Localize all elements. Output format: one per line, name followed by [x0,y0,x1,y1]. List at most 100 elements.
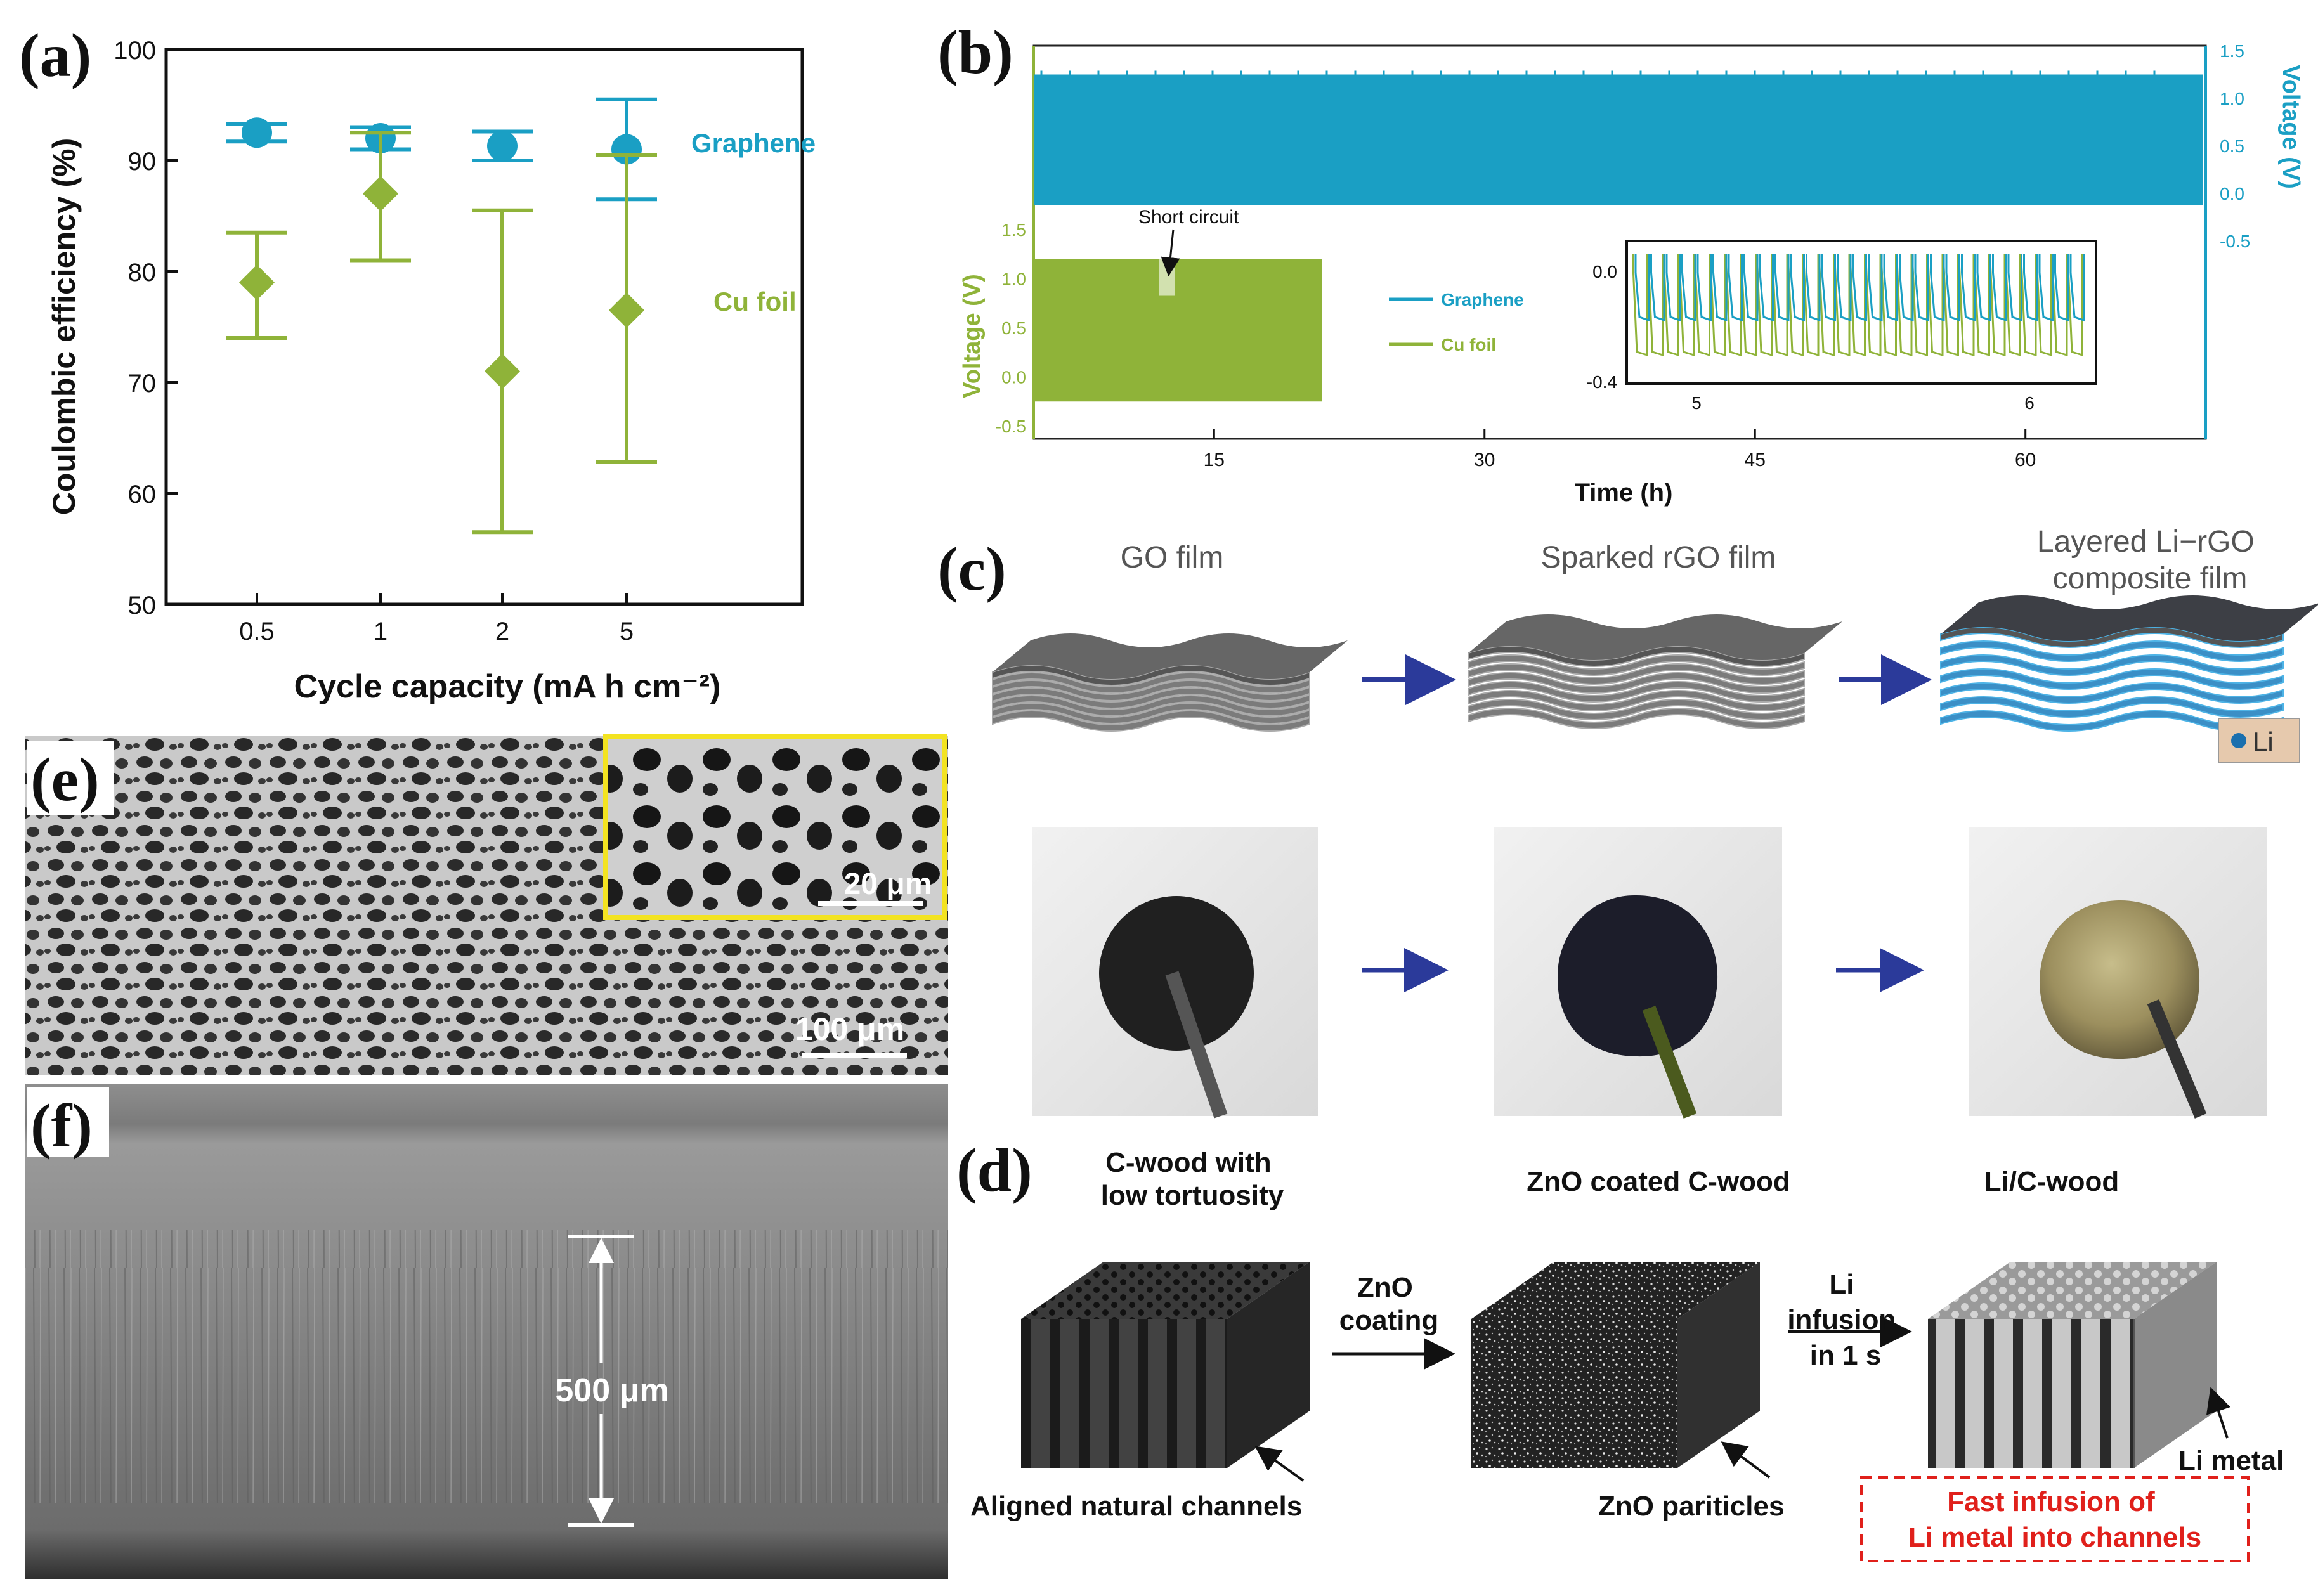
thickness-label: 500 μm [555,1372,668,1409]
panel-d: (d) C-wood with low tortuosity ZnO coate… [956,1136,2284,1562]
panel-c-label: (c) [937,535,1006,604]
li-legend-text: Li [2253,727,2274,756]
data-point-circle [611,134,642,165]
step-label-go-film: GO film [1121,541,1224,574]
b-left-tick-label: -0.5 [996,417,1026,436]
scale-bar-20um-label: 20 μm [844,867,932,901]
inset-y-tick-1: -0.4 [1587,372,1617,392]
film-layer [1940,682,2284,704]
panel-b-x-axis-label: Time (h) [1575,479,1673,507]
b-x-tick-label: 15 [1204,450,1225,470]
panel-b-inset: 0.0 -0.4 5 6 [1587,240,2097,413]
a-x-tick-label: 2 [495,618,509,646]
film-layer [992,665,1310,686]
b-right-tick-label: 0.5 [2220,136,2244,156]
legend-b-graphene: Graphene [1441,290,1524,309]
film-layer [1940,668,2284,690]
a-y-tick-label: 50 [128,592,157,620]
a-y-tick-label: 70 [128,370,157,398]
callout-li-metal: Li metal [2178,1445,2284,1476]
a-x-tick-label: 1 [374,618,387,646]
panel-e: (e) 20 μm 100 μm [25,734,948,1075]
panel-e-label: (e) [30,746,100,814]
d-title-li-cwood: Li/C-wood [1984,1166,2119,1197]
a-y-tick-label: 90 [128,148,157,176]
panel-b-right-ticks: 1.51.00.50.0-0.5 [2220,41,2250,251]
legend-cu-foil: Cu foil [713,287,797,316]
d-title-zno: ZnO coated C-wood [1527,1166,1790,1197]
b-x-tick-label: 45 [1745,450,1766,470]
callout-arrow-zno [1721,1441,1771,1479]
a-y-tick-label: 80 [128,259,157,287]
inset-x-tick-1: 6 [2024,393,2035,413]
b-left-tick-label: 1.5 [1001,220,1026,240]
photo-li-rgo [1969,827,2267,1119]
panel-b-x-ticks: 15 30 45 60 [1204,429,2036,470]
b-right-tick-label: -0.5 [2220,231,2250,251]
data-point-circle [242,117,272,148]
b-x-tick-label: 60 [2015,450,2036,470]
film-layer [1468,690,1805,711]
graphene-voltage-band [1034,74,2203,205]
film-layer [1468,699,1805,720]
panel-b-graphene-trace [1034,70,2203,205]
panel-a-series [226,97,657,535]
highlight-box [1860,1476,2250,1562]
data-point-circle [487,131,518,162]
panel-c: (c) GO film Sparked rGO film Layered Li−… [937,525,2318,1119]
panel-f-label: (f) [30,1092,93,1160]
data-point-diamond [363,176,398,212]
d-arrow-1-label: ZnO coating [1339,1272,1438,1336]
legend-graphene: Graphene [691,128,816,158]
legend-b-cu-foil: Cu foil [1441,335,1496,354]
data-point-diamond [485,353,520,389]
cu-foil-voltage-band [1034,259,1322,402]
short-circuit-dip [1159,257,1175,296]
film-layer [1468,663,1805,685]
film-layer [1940,654,2284,676]
panel-b-right-axis-label: Voltage (V) [2277,65,2304,189]
film-top-surface [1468,614,1842,660]
highlight-text: Fast infusion of Li metal into channels [1908,1486,2201,1553]
d-title-cwood: C-wood with low tortuosity [1101,1147,1284,1211]
callout-aligned-channels: Aligned natural channels [970,1491,1302,1522]
film-layer [1940,696,2284,718]
panel-a-x-axis-label: Cycle capacity (mA h cm⁻²) [294,668,721,705]
film-layer [1468,654,1805,676]
d-arrow-2-label: Li infusion in 1 s [1787,1269,1903,1371]
short-circuit-arrow [1161,229,1180,276]
callout-arrow-channels [1254,1446,1305,1482]
film-layer [1468,708,1805,729]
film-layer [992,710,1310,732]
sem-f-streaks [25,1230,948,1503]
film-layer [992,672,1310,694]
step-label-sparked-rgo: Sparked rGO film [1541,541,1776,574]
b-left-tick-label: 0.0 [1001,368,1026,387]
callout-arrow-li [2206,1387,2230,1439]
b-right-tick-label: 1.5 [2220,41,2244,61]
inset-graphene-trace [1634,254,2085,322]
b-left-tick-label: 1.0 [1001,269,1026,289]
cube-zno-cwood [1471,1262,1760,1468]
panel-e-label-bg [27,741,114,815]
b-right-tick-label: 1.0 [2220,89,2244,108]
film-layer [992,687,1310,709]
film-layer [1468,646,1805,667]
li-legend-dot [2231,733,2246,748]
film-layer [1940,640,2284,662]
film-layer [1468,672,1805,694]
scale-bar-100um-label: 100 μm [795,1011,904,1047]
panel-f: (f) 500 μm [25,1084,948,1579]
inset-y-tick-0: 0.0 [1592,262,1617,282]
data-point-diamond [609,292,644,328]
step-label-li-rgo: Layered Li−rGO composite film [2037,525,2263,595]
a-y-tick-label: 100 [114,37,156,65]
b-x-tick-label: 30 [1474,450,1495,470]
short-circuit-annotation: Short circuit [1138,207,1239,228]
panel-d-label: (d) [956,1136,1032,1205]
film-layer [992,695,1310,717]
